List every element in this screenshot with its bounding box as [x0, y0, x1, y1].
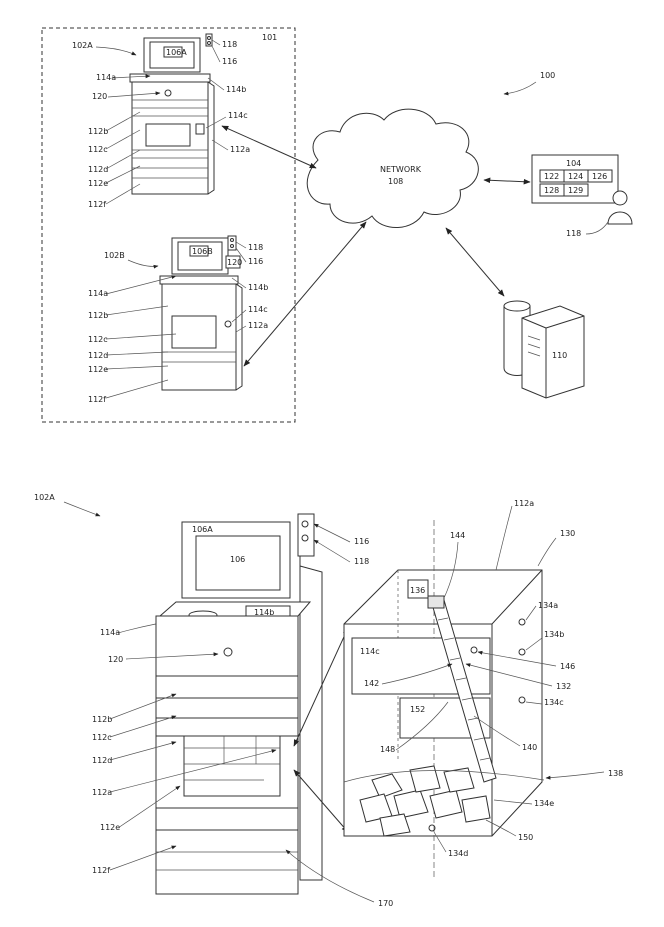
network-ref: 108 [388, 177, 403, 186]
svg-text:114c: 114c [248, 305, 268, 314]
svg-text:112b: 112b [92, 715, 112, 724]
svg-text:124: 124 [568, 172, 583, 181]
svg-text:114a: 114a [100, 628, 120, 637]
svg-text:112c: 112c [92, 733, 112, 742]
svg-text:112c: 112c [88, 335, 108, 344]
svg-text:112a: 112a [514, 499, 534, 508]
svg-text:116: 116 [222, 57, 237, 66]
network-label: NETWORK [380, 165, 422, 174]
svg-text:112d: 112d [92, 756, 112, 765]
dispenser-box: 136 114c 152 [344, 520, 544, 880]
user-ref: 118 [566, 229, 581, 238]
svg-text:126: 126 [592, 172, 607, 181]
svg-text:112d: 112d [88, 351, 108, 360]
server-ref: 110 [552, 351, 567, 360]
svg-text:112d: 112d [88, 165, 108, 174]
svg-text:128: 128 [544, 186, 559, 195]
svg-text:146: 146 [560, 662, 575, 671]
svg-text:116: 116 [248, 257, 263, 266]
svg-text:116: 116 [354, 537, 369, 546]
svg-text:114c: 114c [228, 111, 248, 120]
svg-text:140: 140 [522, 743, 537, 752]
svg-text:106B: 106B [192, 247, 213, 256]
svg-text:129: 129 [568, 186, 583, 195]
svg-text:122: 122 [544, 172, 559, 181]
svg-text:138: 138 [608, 769, 623, 778]
facility-ref: 101 [262, 33, 277, 42]
svg-text:114c: 114c [360, 647, 380, 656]
svg-text:150: 150 [518, 833, 533, 842]
svg-text:118: 118 [354, 557, 369, 566]
svg-text:134c: 134c [544, 698, 564, 707]
server-icon: 110 [504, 301, 584, 398]
svg-text:106A: 106A [192, 525, 213, 534]
link-server [446, 228, 504, 296]
svg-text:112e: 112e [88, 179, 108, 188]
svg-text:112c: 112c [88, 145, 108, 154]
svg-text:134b: 134b [544, 630, 564, 639]
screen-ref: 106A [166, 48, 187, 57]
system-ref: 100 [540, 71, 555, 80]
database-ref: 104 [566, 159, 581, 168]
svg-text:120: 120 [227, 258, 242, 267]
system-ref-leader [504, 82, 536, 94]
svg-text:152: 152 [410, 705, 425, 714]
svg-text:134a: 134a [538, 601, 558, 610]
svg-text:114a: 114a [88, 289, 108, 298]
svg-text:112e: 112e [88, 365, 108, 374]
link-database [484, 180, 530, 182]
svg-text:112a: 112a [230, 145, 250, 154]
svg-text:112b: 112b [88, 127, 108, 136]
svg-text:134d: 134d [448, 849, 468, 858]
machine-b-ref: 102B [104, 251, 125, 260]
machine-102a-small: 102A 106A 118 116 114a 114b 120 114c [72, 34, 250, 209]
svg-text:134e: 134e [534, 799, 554, 808]
svg-text:136: 136 [410, 586, 425, 595]
machine-102b-small: 102B 106B 118 116 120 114a 114b 114c 112… [88, 236, 268, 404]
database-table: 104 122 124 126 128 129 [532, 155, 618, 203]
svg-text:112a: 112a [248, 321, 268, 330]
svg-text:120: 120 [92, 92, 107, 101]
svg-text:118: 118 [248, 243, 263, 252]
svg-text:114b: 114b [248, 283, 268, 292]
svg-text:112b: 112b [88, 311, 108, 320]
svg-text:148: 148 [380, 745, 395, 754]
svg-text:170: 170 [378, 899, 393, 908]
svg-text:112f: 112f [92, 866, 110, 875]
network-cloud: NETWORK 108 [307, 109, 478, 227]
svg-text:118: 118 [222, 40, 237, 49]
svg-text:120: 120 [108, 655, 123, 664]
svg-text:114b: 114b [226, 85, 246, 94]
svg-text:112e: 112e [100, 823, 120, 832]
svg-text:130: 130 [560, 529, 575, 538]
svg-text:114a: 114a [96, 73, 116, 82]
svg-text:112f: 112f [88, 395, 106, 404]
svg-text:112a: 112a [92, 788, 112, 797]
svg-text:132: 132 [556, 682, 571, 691]
svg-text:106: 106 [230, 555, 245, 564]
svg-text:112f: 112f [88, 200, 106, 209]
detail-machine-ref: 102A [34, 493, 55, 502]
svg-text:142: 142 [364, 679, 379, 688]
machine-a-ref: 102A [72, 41, 93, 50]
svg-text:144: 144 [450, 531, 465, 540]
